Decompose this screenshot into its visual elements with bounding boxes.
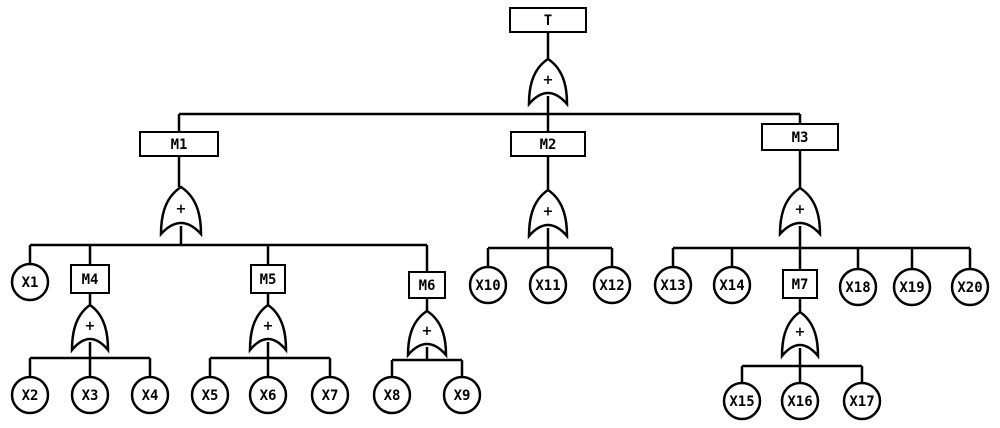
basic-event-label-x1: X1 [22,275,39,291]
basic-event-label-x2: X2 [22,388,39,404]
or-gate-m7 [780,310,820,360]
basic-event-label-x7: X7 [322,388,339,404]
event-box-m2 [510,131,586,157]
event-box-m5 [250,264,286,294]
basic-event-label-x9: X9 [454,388,471,404]
basic-event-label-x20: X20 [957,280,982,296]
basic-event-x5 [190,375,230,415]
basic-event-label-x5: X5 [202,388,219,404]
basic-event-label-x16: X16 [787,394,812,410]
or-gate-symbol-m1: + [176,202,187,217]
basic-event-label-x14: X14 [719,278,744,294]
or-gate-symbol-m3: + [795,202,806,217]
basic-event-label-x12: X12 [599,278,624,294]
basic-event-label-x10: X10 [475,278,500,294]
or-gate-symbol-m4: + [85,319,96,334]
basic-event-x17 [842,381,882,421]
basic-event-x16 [780,381,820,421]
basic-event-x9 [442,375,482,415]
event-label-m5: M5 [260,272,277,288]
or-gate-m6 [406,309,448,359]
basic-event-x20 [950,267,990,307]
or-gate-m4 [70,303,110,354]
basic-event-x2 [10,375,50,415]
basic-event-x15 [722,381,762,421]
event-box-m7 [782,269,818,299]
event-box-t [509,7,587,33]
basic-event-x13 [653,265,693,305]
basic-event-label-x17: X17 [849,394,874,410]
basic-event-label-x4: X4 [142,388,159,404]
or-gate-symbol-m7: + [795,325,806,340]
basic-event-label-x19: X19 [899,280,924,296]
or-gate-m2 [527,188,569,240]
event-label-m3: M3 [792,130,809,146]
or-gate-symbol-m6: + [422,324,433,339]
basic-event-x4 [130,375,170,415]
basic-event-x14 [712,265,752,305]
event-label-m2: M2 [540,137,557,153]
event-label-t: T [544,13,552,29]
basic-event-x7 [310,375,350,415]
or-gate-m3 [778,186,822,238]
or-gate-m1 [159,185,203,238]
event-label-m7: M7 [792,277,809,293]
basic-event-label-x6: X6 [260,388,277,404]
event-box-m1 [139,131,219,157]
basic-event-label-x13: X13 [660,278,685,294]
or-gate-symbol-m2: + [543,204,554,219]
basic-event-label-x15: X15 [729,394,754,410]
event-box-m6 [408,271,446,299]
basic-event-label-x3: X3 [82,388,99,404]
basic-event-x10 [468,265,508,305]
or-gate-symbol-t: + [543,73,554,88]
basic-event-x1 [10,262,50,302]
basic-event-label-x18: X18 [845,280,870,296]
event-label-m4: M4 [82,272,99,288]
or-gate-m5 [248,303,288,354]
basic-event-x18 [838,267,878,307]
event-label-m6: M6 [419,278,436,294]
event-box-m3 [761,123,839,151]
basic-event-label-x8: X8 [384,388,401,404]
connector-lines [28,32,972,383]
basic-event-label-x11: X11 [535,278,560,294]
basic-event-x19 [892,267,932,307]
basic-event-x12 [592,265,632,305]
or-gate-symbol-m5: + [263,319,274,334]
basic-event-x6 [248,375,288,415]
event-label-m1: M1 [171,137,188,153]
basic-event-x3 [70,375,110,415]
or-gate-t [527,57,569,108]
basic-event-x8 [372,375,412,415]
event-box-m4 [70,264,110,294]
basic-event-x11 [528,265,568,305]
